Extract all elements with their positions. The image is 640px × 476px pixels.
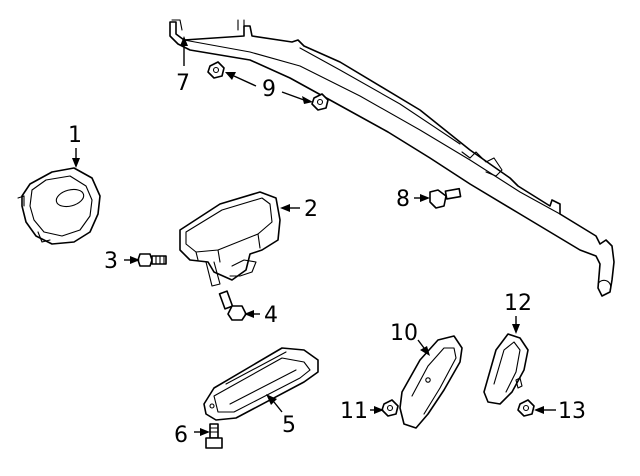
callout-8: 8 [396,187,410,212]
knee-airbag [203,347,319,421]
leader-8 [414,194,430,202]
bolt-4 [218,290,247,321]
nut-9-lower [311,93,329,111]
leader-1 [72,148,80,168]
nut-11 [381,399,399,417]
callout-2: 2 [304,197,318,222]
curtain-airbag [169,19,615,297]
side-airbag-12 [483,333,529,405]
bolt-6 [205,423,223,449]
leader-11 [370,406,384,414]
callout-1: 1 [68,123,82,148]
leader-4 [244,310,260,318]
callout-7: 7 [176,71,190,96]
leader-9a [225,72,257,87]
callout-12: 12 [504,291,532,316]
nut-9-upper [207,61,225,79]
leader-2 [280,204,300,212]
bolt-8 [429,187,462,209]
side-airbag-10 [399,335,463,429]
callout-9: 9 [262,77,276,102]
callout-6: 6 [174,423,188,448]
callout-13: 13 [558,399,586,424]
leader-13 [534,406,556,414]
driver-airbag-module [17,167,101,245]
leader-9b [281,91,313,104]
leader-6 [194,428,210,436]
passenger-airbag-module [179,191,281,287]
nut-13 [517,399,535,417]
leader-12 [512,316,520,334]
callout-4: 4 [264,303,278,328]
callout-11: 11 [340,399,368,424]
callout-10: 10 [390,321,418,346]
leader-7 [180,36,188,66]
bolt-3 [137,253,167,267]
leader-10 [417,339,430,356]
callout-5: 5 [282,413,296,438]
leader-5 [266,394,283,413]
leader-3 [124,256,140,264]
callout-3: 3 [104,249,118,274]
